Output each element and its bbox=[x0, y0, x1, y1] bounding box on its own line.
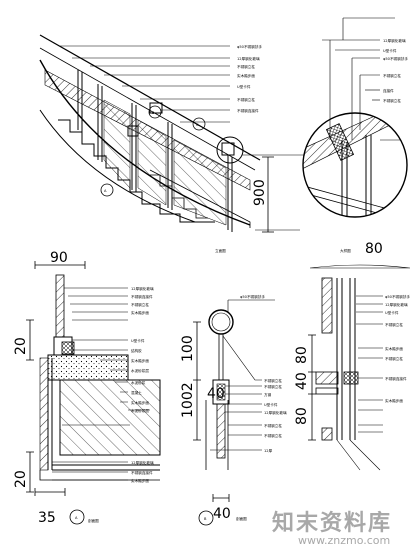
svg-text:实木踏步面: 实木踏步面 bbox=[131, 358, 149, 363]
dimension-80-c-bottom: 80 bbox=[294, 407, 310, 425]
svg-text:不锈钢立柱: 不锈钢立柱 bbox=[385, 356, 403, 361]
section-label-main: 立面图 bbox=[215, 248, 226, 253]
section-c bbox=[308, 264, 411, 471]
svg-text:实木踏步面: 实木踏步面 bbox=[131, 310, 149, 315]
dimension-1002: 1002 bbox=[180, 382, 196, 418]
callout-a: A bbox=[104, 189, 107, 193]
svg-text:12厚钢化玻璃: 12厚钢化玻璃 bbox=[383, 38, 406, 43]
notes-section-b: φ50不锈钢扶手 不锈钢立柱 不锈钢立柱 方钢 U型卡件 12厚钢化玻璃 不锈钢… bbox=[240, 294, 287, 453]
section-label-detail: 大样图 bbox=[340, 248, 351, 253]
bubble-b: B bbox=[204, 517, 207, 521]
dimension-20-top: 20 bbox=[13, 337, 29, 355]
svg-text:水泥砂浆: 水泥砂浆 bbox=[131, 380, 146, 385]
dimension-90: 90 bbox=[50, 250, 68, 266]
notes-section-c: φ50不锈钢扶手 12厚钢化玻璃 U型卡件 不锈钢立柱 实木踏步面 不锈钢立柱 … bbox=[385, 294, 410, 403]
dimension-900: 900 bbox=[252, 179, 268, 206]
svg-text:U型卡件: U型卡件 bbox=[264, 402, 278, 407]
svg-text:水泥砂浆层: 水泥砂浆层 bbox=[131, 408, 149, 413]
svg-text:实木踏步面: 实木踏步面 bbox=[385, 346, 403, 351]
section-b bbox=[193, 299, 275, 526]
watermark-url: www.znzmo.com bbox=[298, 534, 391, 547]
notes-top-elevation: φ50不锈钢扶手 12厚钢化玻璃 不锈钢立柱 实木踏步面 U型卡件 不锈钢立柱 … bbox=[237, 44, 262, 113]
dimension-35: 35 bbox=[38, 510, 56, 526]
svg-text:12厚: 12厚 bbox=[264, 448, 273, 453]
svg-text:不锈钢立柱: 不锈钢立柱 bbox=[237, 64, 255, 69]
notes-top-detail: 12厚钢化玻璃 U型卡件 φ50不锈钢扶手 不锈钢立柱 连接件 不锈钢立柱 bbox=[383, 38, 408, 103]
svg-text:实木踏步面: 实木踏步面 bbox=[385, 398, 403, 403]
svg-text:U型卡件: U型卡件 bbox=[385, 310, 399, 315]
dimension-100: 100 bbox=[180, 335, 196, 362]
dimension-40-c: 40 bbox=[294, 372, 310, 390]
svg-text:混凝土: 混凝土 bbox=[131, 390, 142, 395]
svg-text:φ50不锈钢扶手: φ50不锈钢扶手 bbox=[383, 56, 408, 61]
svg-text:不锈钢立柱: 不锈钢立柱 bbox=[264, 433, 282, 438]
svg-text:不锈钢立柱: 不锈钢立柱 bbox=[383, 98, 401, 103]
section-label-b: 剖面图 bbox=[236, 516, 247, 521]
svg-text:方钢: 方钢 bbox=[264, 392, 272, 397]
svg-text:φ50不锈钢扶手: φ50不锈钢扶手 bbox=[385, 294, 410, 299]
svg-text:U型卡件: U型卡件 bbox=[131, 338, 145, 343]
svg-text:12厚钢化玻璃: 12厚钢化玻璃 bbox=[385, 302, 408, 307]
svg-text:水泥砂浆层: 水泥砂浆层 bbox=[131, 368, 149, 373]
svg-text:不锈钢立柱: 不锈钢立柱 bbox=[131, 302, 149, 307]
svg-text:不锈钢连接件: 不锈钢连接件 bbox=[131, 294, 153, 299]
svg-text:实木踏步面: 实木踏步面 bbox=[131, 400, 149, 405]
dimension-40-mid: 40 bbox=[207, 386, 225, 402]
section-label-a: 剖面图 bbox=[88, 518, 99, 523]
svg-text:不锈钢连接件: 不锈钢连接件 bbox=[131, 470, 153, 475]
svg-text:不锈钢立柱: 不锈钢立柱 bbox=[237, 97, 255, 102]
callout-c: C bbox=[196, 123, 199, 127]
svg-text:12厚钢化玻璃: 12厚钢化玻璃 bbox=[131, 286, 154, 291]
svg-text:φ50不锈钢扶手: φ50不锈钢扶手 bbox=[237, 44, 262, 49]
svg-text:φ50不锈钢扶手: φ50不锈钢扶手 bbox=[240, 294, 265, 299]
dimension-80-detail: 80 bbox=[365, 241, 383, 257]
stair-elevation bbox=[39, 34, 305, 233]
section-a bbox=[26, 261, 161, 525]
svg-text:U型卡件: U型卡件 bbox=[383, 48, 397, 53]
svg-text:不锈钢立柱: 不锈钢立柱 bbox=[264, 423, 282, 428]
dimension-20-bottom: 20 bbox=[13, 470, 29, 488]
callout-b: B bbox=[152, 111, 155, 115]
svg-text:12厚钢化玻璃: 12厚钢化玻璃 bbox=[264, 410, 287, 415]
dimension-80-c-top: 80 bbox=[294, 346, 310, 364]
svg-text:不锈钢立柱: 不锈钢立柱 bbox=[385, 322, 403, 327]
svg-text:结构胶: 结构胶 bbox=[131, 348, 142, 353]
svg-text:连接件: 连接件 bbox=[383, 88, 394, 93]
dimension-40-bottom: 40 bbox=[213, 506, 231, 522]
svg-text:不锈钢连接件: 不锈钢连接件 bbox=[237, 108, 259, 113]
svg-text:实木踏步面: 实木踏步面 bbox=[131, 478, 149, 483]
watermark-brand: 知末资料库 bbox=[272, 511, 393, 536]
svg-text:12厚钢化玻璃: 12厚钢化玻璃 bbox=[237, 56, 260, 61]
svg-text:不锈钢立柱: 不锈钢立柱 bbox=[264, 384, 282, 389]
svg-text:12厚钢化玻璃: 12厚钢化玻璃 bbox=[131, 460, 154, 465]
svg-text:不锈钢立柱: 不锈钢立柱 bbox=[383, 73, 401, 78]
svg-text:实木踏步面: 实木踏步面 bbox=[237, 73, 255, 78]
bubble-a: A bbox=[75, 516, 78, 520]
svg-text:U型卡件: U型卡件 bbox=[237, 84, 251, 89]
svg-text:不锈钢连接件: 不锈钢连接件 bbox=[385, 376, 407, 381]
svg-text:不锈钢立柱: 不锈钢立柱 bbox=[264, 378, 282, 383]
notes-section-a: 12厚钢化玻璃 不锈钢连接件 不锈钢立柱 实木踏步面 U型卡件 结构胶 实木踏步… bbox=[131, 286, 154, 483]
